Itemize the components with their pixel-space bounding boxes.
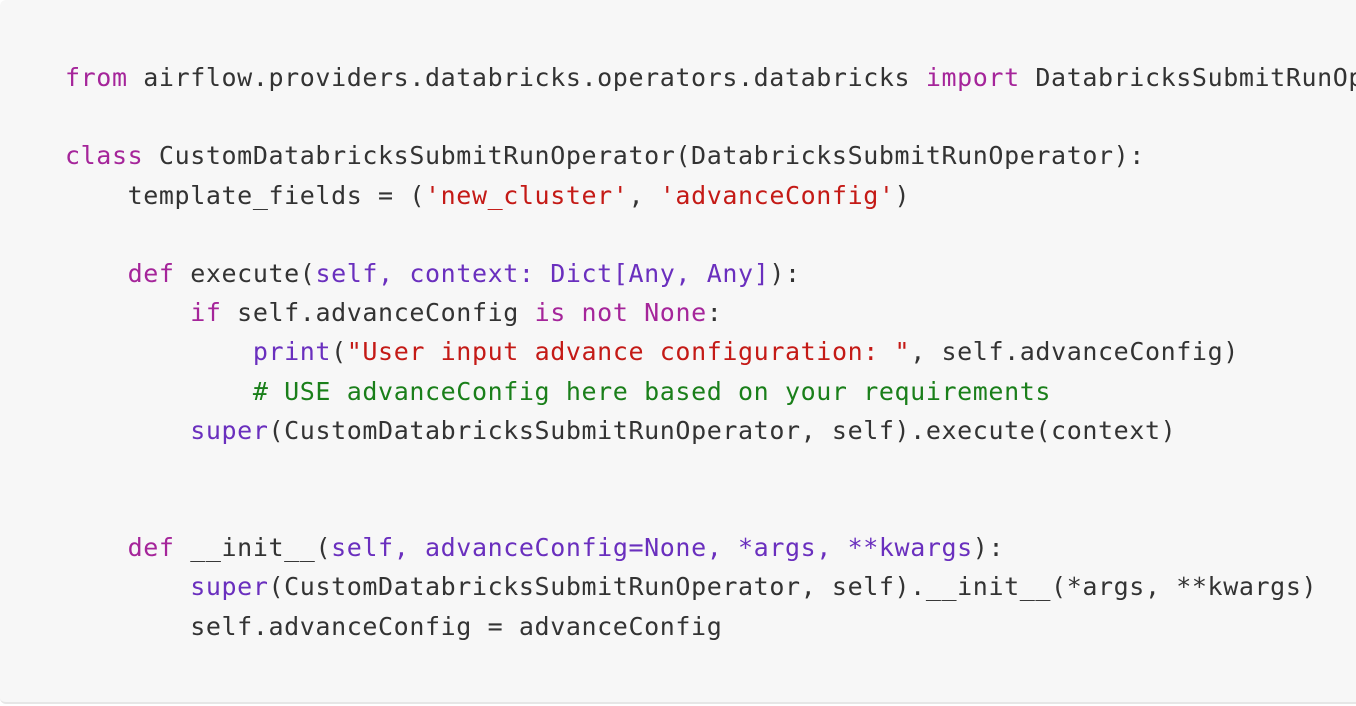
code-line [65, 450, 1356, 489]
code-token-plain [629, 298, 645, 327]
code-token-kw: import [925, 63, 1020, 92]
code-token-plain: , [628, 180, 660, 210]
code-line: from airflow.providers.databricks.operat… [65, 58, 1356, 97]
code-token-plain [65, 416, 190, 445]
code-token-plain: template_fields = ( [65, 180, 425, 210]
code-token-plain: , self.advanceConfig) [910, 337, 1239, 367]
code-line: def execute(self, context: Dict[Any, Any… [65, 254, 1356, 293]
code-token-kw: is [534, 298, 566, 328]
code-token-plain: : [706, 298, 723, 328]
code-listing: from airflow.providers.databricks.operat… [65, 58, 1356, 646]
code-token-plain: CustomDatabricksSubmitRunOperator(Databr… [143, 141, 1145, 171]
code-token-plain: (CustomDatabricksSubmitRunOperator, self… [268, 415, 1177, 445]
code-token-kw: from [65, 63, 128, 92]
code-token-builtin: super [190, 572, 269, 602]
code-token-plain: DatabricksSubmitRunOperator [1035, 63, 1356, 92]
code-line: super(CustomDatabricksSubmitRunOperator,… [65, 411, 1356, 450]
code-token-plain [566, 298, 582, 327]
code-token-plain: __init__( [174, 533, 332, 563]
code-line [65, 489, 1356, 528]
code-line: if self.advanceConfig is not None: [65, 293, 1356, 332]
code-token-param: self, context: Dict[Any, Any] [315, 258, 770, 288]
code-line: template_fields = ('new_cluster', 'advan… [65, 176, 1356, 215]
code-token-kw: not [581, 298, 629, 328]
code-token-comment: # USE advanceConfig here based on your r… [252, 376, 1052, 406]
code-token-kw: class [65, 141, 144, 171]
code-line: def __init__(self, advanceConfig=None, *… [65, 528, 1356, 567]
code-token-kw: if [190, 298, 222, 328]
code-token-plain: ( [331, 337, 347, 367]
code-token-plain: airflow.providers.databricks.operators.d… [127, 63, 926, 92]
code-token-plain: self.advanceConfig [221, 298, 535, 328]
code-token-plain [65, 377, 253, 406]
code-token-kw: def [127, 533, 175, 563]
code-token-plain: (CustomDatabricksSubmitRunOperator, self… [268, 572, 1318, 602]
code-token-plain [65, 259, 128, 288]
code-token-str: "User input advance configuration: " [346, 337, 911, 367]
code-token-plain: execute( [174, 258, 316, 288]
code-token-str: 'advanceConfig' [659, 180, 895, 210]
code-token-kw: def [127, 258, 175, 288]
code-line: class CustomDatabricksSubmitRunOperator(… [65, 136, 1356, 175]
code-token-plain [65, 533, 128, 562]
code-token-plain: self.advanceConfig = advanceConfig [65, 611, 723, 641]
code-token-plain: ): [769, 258, 801, 288]
code-token-param: self, advanceConfig=None, *args, **kwarg… [331, 533, 973, 563]
code-token-plain [65, 298, 190, 327]
code-line: self.advanceConfig = advanceConfig [65, 607, 1356, 646]
code-token-kw: None [644, 298, 707, 328]
code-token-plain: ): [972, 533, 1005, 563]
code-line: # USE advanceConfig here based on your r… [65, 372, 1356, 411]
code-token-builtin: print [252, 337, 332, 367]
code-line [65, 215, 1356, 254]
code-token-str: 'new_cluster' [424, 180, 629, 210]
code-line: print("User input advance configuration:… [65, 332, 1356, 371]
code-token-plain [65, 572, 190, 601]
code-token-plain: ) [894, 180, 911, 210]
code-token-builtin: super [190, 415, 269, 445]
code-line: super(CustomDatabricksSubmitRunOperator,… [65, 567, 1356, 606]
code-line [65, 97, 1356, 136]
code-token-plain [65, 337, 253, 366]
